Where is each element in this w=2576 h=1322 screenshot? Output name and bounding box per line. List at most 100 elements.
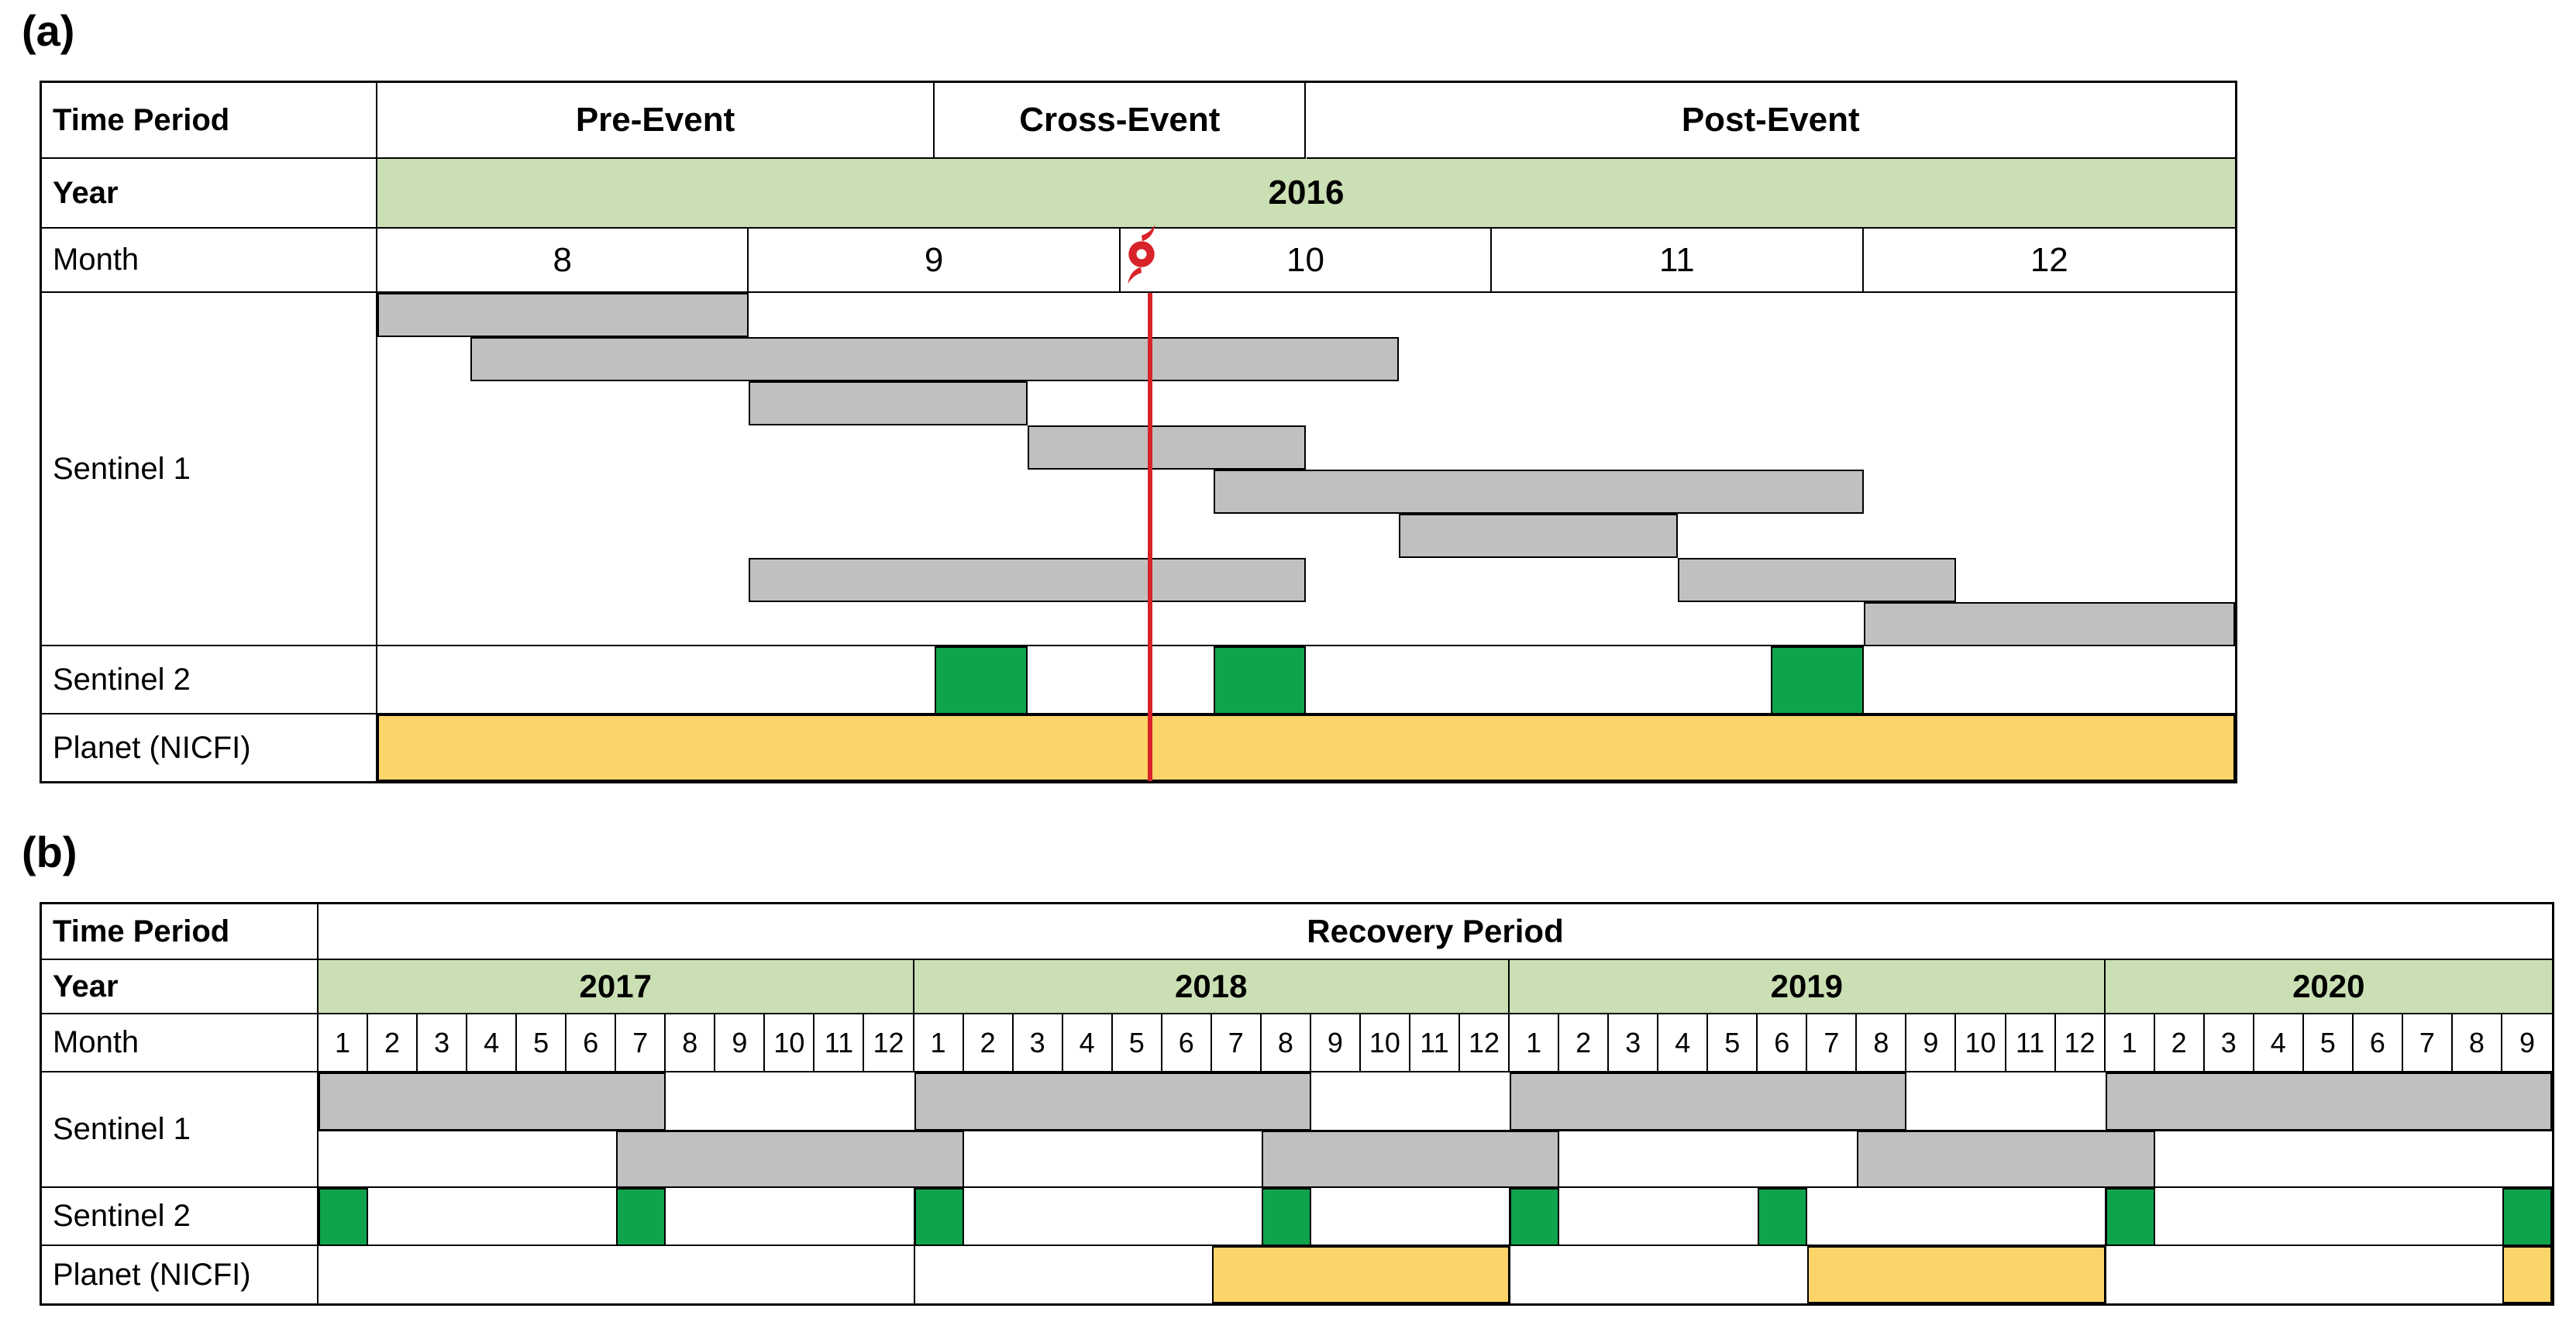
month-cell: 8	[1261, 1014, 1311, 1072]
month-cell: 10	[765, 1014, 815, 1072]
sentinel-2-bar	[1770, 646, 1864, 714]
corner-cell-time-period: Time Period	[42, 904, 319, 960]
month-cell: 1	[914, 1014, 964, 1072]
month-cell: 9	[715, 1014, 766, 1072]
sentinel-1-bar	[319, 1072, 666, 1131]
month-cell: 2	[963, 1014, 1014, 1072]
month-cell: 7	[1807, 1014, 1858, 1072]
month-cell: 11	[814, 1014, 865, 1072]
month-cell: 2	[1559, 1014, 1610, 1072]
gantt-canvas	[377, 293, 2235, 646]
gantt-canvas	[319, 1246, 2552, 1303]
row-label-sentinel-1: Sentinel 1	[42, 1072, 319, 1188]
sentinel-1-bar	[2105, 1072, 2552, 1131]
row-label-sentinel-2: Sentinel 2	[42, 1188, 319, 1246]
year-row-label: Year	[42, 960, 319, 1014]
planet-nicfi--bar	[1807, 1246, 2106, 1303]
month-cell: 10	[1360, 1014, 1410, 1072]
gantt-canvas	[319, 1188, 2552, 1246]
year-gridline	[913, 1246, 915, 1303]
sentinel-1-bar	[1213, 470, 1864, 514]
period-header-cell: Cross-Event	[935, 83, 1307, 159]
year-cell: 2019	[1510, 960, 2106, 1014]
month-cell: 11	[2006, 1014, 2056, 1072]
month-cell: 4	[1658, 1014, 1709, 1072]
month-cell: 4	[2254, 1014, 2304, 1072]
event-line	[1148, 293, 1153, 781]
panel-a-label: (a)	[22, 6, 75, 55]
month-cell: 8	[377, 229, 749, 293]
planet-nicfi--bar	[377, 714, 2235, 781]
month-cell: 9	[749, 229, 1121, 293]
month-cell: 7	[1211, 1014, 1262, 1072]
month-cell: 12	[1863, 229, 2235, 293]
year-gridline	[2104, 1246, 2106, 1303]
month-cell: 6	[2353, 1014, 2403, 1072]
gantt-canvas	[377, 646, 2235, 714]
month-cell: 10	[1120, 229, 1493, 293]
sentinel-1-bar	[1399, 514, 1678, 558]
month-cell: 9	[1906, 1014, 1957, 1072]
month-cell: 3	[1609, 1014, 1659, 1072]
month-cell: 1	[319, 1014, 369, 1072]
sentinel-2-bar	[914, 1188, 964, 1246]
month-cell: 12	[2055, 1014, 2106, 1072]
sentinel-1-bar	[914, 1072, 1311, 1131]
sentinel-1-bar	[749, 558, 1307, 602]
month-cell: 4	[467, 1014, 518, 1072]
month-cell: 11	[1492, 229, 1864, 293]
sentinel-1-bar	[470, 337, 1400, 381]
planet-nicfi--bar	[1211, 1246, 1510, 1303]
month-row-label: Month	[42, 1014, 319, 1072]
sentinel-1-bar	[1857, 1130, 2155, 1188]
period-header-cell: Post-Event	[1306, 83, 2235, 159]
month-cell: 7	[2402, 1014, 2453, 1072]
month-cell: 6	[1758, 1014, 1808, 1072]
period-header-cell: Recovery Period	[319, 904, 2552, 960]
month-row-label: Month	[42, 229, 377, 293]
corner-cell-time-period: Time Period	[42, 83, 377, 159]
sentinel-2-bar	[1261, 1188, 1311, 1246]
month-cell: 8	[2452, 1014, 2502, 1072]
row-label-sentinel-2: Sentinel 2	[42, 646, 377, 714]
sentinel-2-bar	[2502, 1188, 2552, 1246]
month-cell: 9	[2502, 1014, 2552, 1072]
month-cell: 6	[567, 1014, 617, 1072]
month-cell: 5	[1112, 1014, 1162, 1072]
sentinel-1-bar	[749, 381, 1028, 425]
sentinel-2-bar	[1213, 646, 1307, 714]
year-cell: 2016	[377, 159, 2235, 229]
month-cell: 7	[616, 1014, 666, 1072]
sentinel-2-bar	[2105, 1188, 2155, 1246]
sentinel-1-bar	[1510, 1072, 1907, 1131]
month-cell: 5	[2303, 1014, 2354, 1072]
sentinel-1-bar	[1863, 602, 2235, 646]
month-cell: 9	[1310, 1014, 1361, 1072]
sentinel-2-bar	[319, 1188, 369, 1246]
sentinel-2-bar	[616, 1188, 666, 1246]
gantt-canvas	[377, 714, 2235, 781]
month-cell: 2	[2154, 1014, 2205, 1072]
month-cell: 3	[1013, 1014, 1063, 1072]
month-cell: 2	[368, 1014, 418, 1072]
year-cell: 2017	[319, 960, 914, 1014]
sentinel-1-bar	[1027, 425, 1307, 470]
month-cell: 5	[1708, 1014, 1758, 1072]
month-cell: 3	[2204, 1014, 2254, 1072]
sentinel-1-bar	[377, 293, 749, 337]
year-cell: 2018	[914, 960, 1510, 1014]
panel-b-label: (b)	[22, 828, 77, 876]
month-cell: 4	[1062, 1014, 1113, 1072]
month-cell: 6	[1162, 1014, 1212, 1072]
year-row-label: Year	[42, 159, 377, 229]
month-cell: 8	[1857, 1014, 1907, 1072]
row-label-sentinel-1: Sentinel 1	[42, 293, 377, 646]
month-cell: 11	[1410, 1014, 1460, 1072]
hurricane-icon	[1119, 224, 1164, 284]
row-label-planet-nicfi-: Planet (NICFI)	[42, 714, 377, 781]
period-header-cell: Pre-Event	[377, 83, 935, 159]
sentinel-1-bar	[1261, 1130, 1560, 1188]
